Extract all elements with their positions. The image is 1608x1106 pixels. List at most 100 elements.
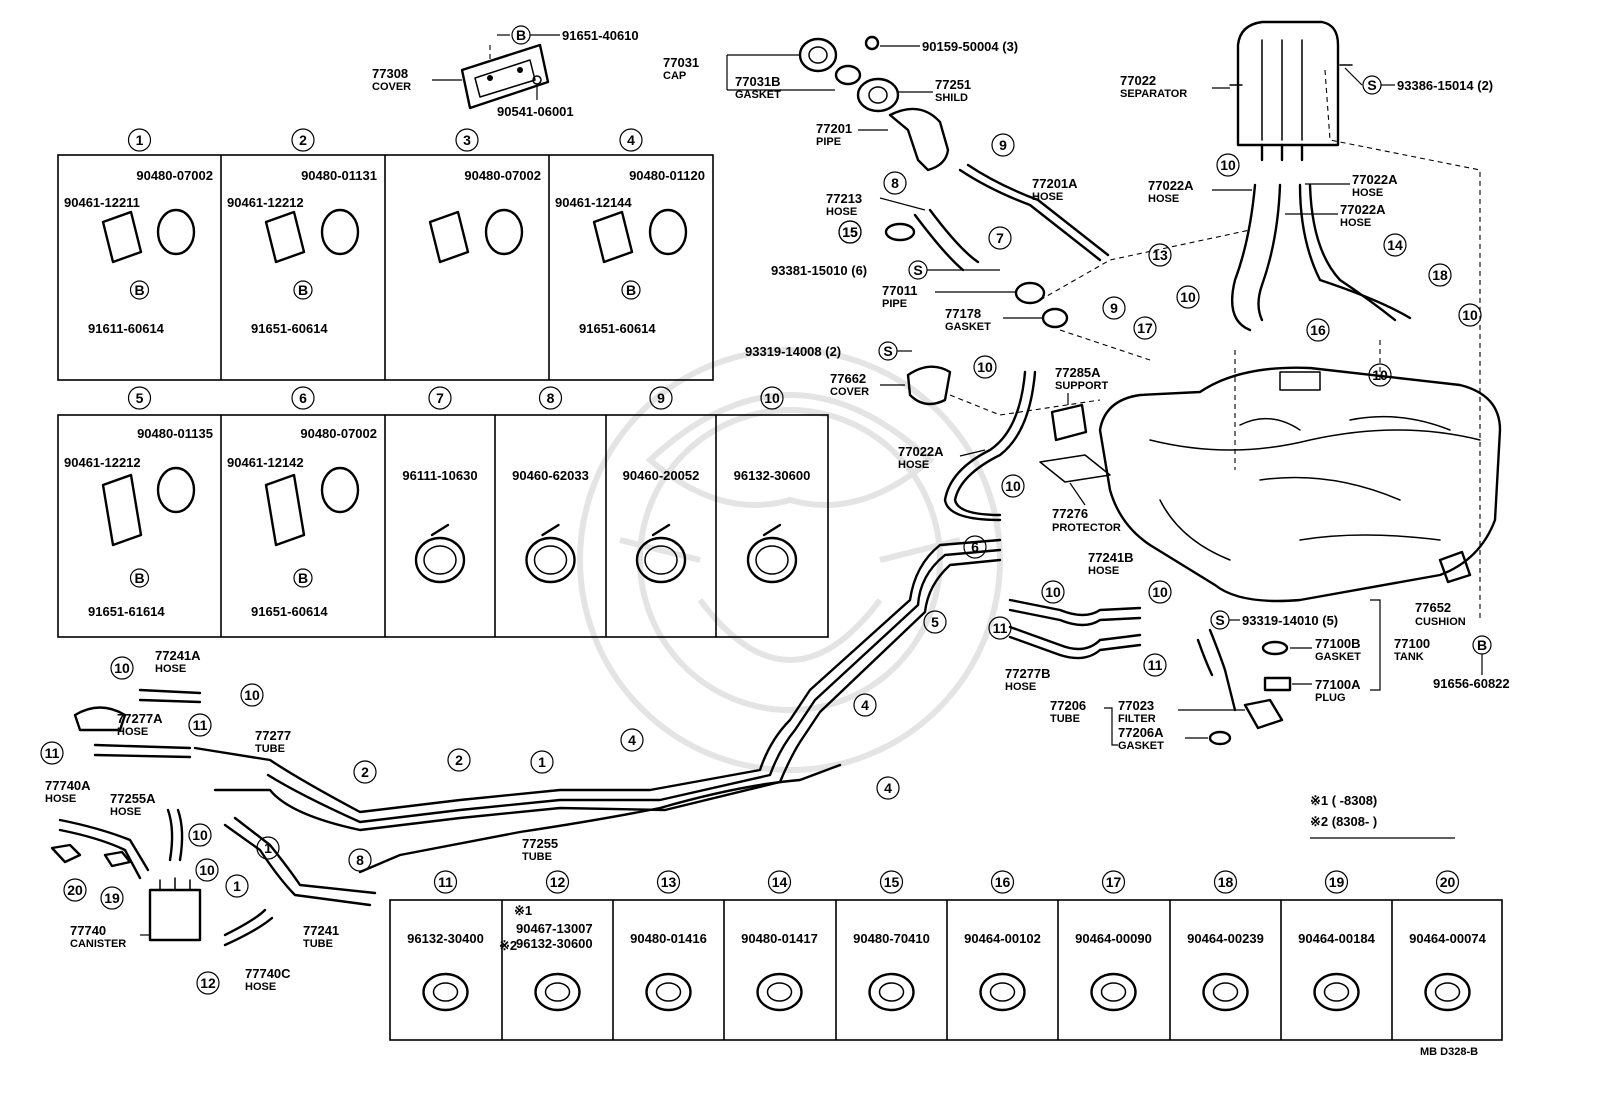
label-hose-77740a: HOSE xyxy=(45,793,76,805)
label-gasket-77206a: GASKET xyxy=(1118,740,1164,752)
box-5-part-c: 91651-61614 xyxy=(88,604,165,619)
b-mark: B xyxy=(298,570,308,586)
box-4-number-circle xyxy=(619,128,643,152)
clamp-bracket-icon xyxy=(264,210,306,264)
label-canister: CANISTER xyxy=(70,938,126,950)
callout-33: 11 xyxy=(193,717,208,733)
label-77277b: 77277B xyxy=(1005,666,1051,681)
label-77241a: 77241A xyxy=(155,648,201,663)
box-12-number-circle xyxy=(545,870,570,894)
label-77206a: 77206A xyxy=(1118,725,1164,740)
box-6-part-b: 90461-12142 xyxy=(227,455,304,470)
callout-36: 10 xyxy=(199,862,215,878)
star1-mark: ※1 xyxy=(514,903,532,918)
callout-32-circle xyxy=(240,683,264,707)
box-9-number: 9 xyxy=(657,390,665,406)
label-77011: 77011 xyxy=(882,283,917,298)
callout-30-circle xyxy=(225,874,249,898)
filter-77023-icon xyxy=(1243,698,1284,730)
label-hose-77277a: HOSE xyxy=(117,726,148,738)
callout-26-circle xyxy=(447,748,471,772)
b-mark: B xyxy=(626,282,636,298)
box-1-part-b: 90461-12211 xyxy=(64,195,140,210)
note-1: ※1 ( -8308) xyxy=(1310,793,1377,808)
cushion-grommet-icon xyxy=(648,208,688,256)
box-13-number: 13 xyxy=(661,874,677,890)
box-7-part-a: 96111-10630 xyxy=(402,468,477,483)
label-cap: CAP xyxy=(663,70,686,82)
label-77022: 77022 xyxy=(1120,73,1156,88)
clamp-bracket-icon xyxy=(101,473,143,547)
callout-31: 10 xyxy=(114,660,130,676)
box-18-number-circle xyxy=(1213,870,1238,894)
callout-3-circle xyxy=(988,226,1012,250)
callout-18-circle xyxy=(1041,580,1065,604)
box-19-number-circle xyxy=(1324,870,1349,894)
b-mark: B xyxy=(134,282,144,298)
star2-mark: ※2 xyxy=(499,938,517,953)
label-tube-77241: TUBE xyxy=(303,938,333,950)
callout-1: 8 xyxy=(891,175,899,191)
clip-icon xyxy=(868,972,915,1012)
tank-body-icon xyxy=(1098,366,1502,603)
label-77022a-3: 77022A xyxy=(1340,202,1386,217)
clamp-bracket-icon xyxy=(592,210,634,264)
callout-17-circle xyxy=(923,610,947,634)
callout-36-circle xyxy=(195,858,219,882)
label-77652: 77652 xyxy=(1415,600,1451,615)
callout-20: 11 xyxy=(993,620,1008,636)
s-mark: S xyxy=(1215,612,1224,628)
box-6-part-c: 91651-60614 xyxy=(251,604,328,619)
pipe-77011-icon xyxy=(1014,281,1046,305)
hose-clamp-icon xyxy=(635,536,687,584)
label-pipe: PIPE xyxy=(816,136,841,148)
label-gasket-77100b: GASKET xyxy=(1315,651,1361,663)
callout-33-circle xyxy=(188,713,212,737)
callout-26: 2 xyxy=(455,752,463,768)
main-tube-run xyxy=(193,538,1002,907)
cushion-grommet-icon xyxy=(156,208,196,256)
callout-34-circle xyxy=(40,741,64,765)
label-77255a: 77255A xyxy=(110,791,156,806)
label-77100a: 77100A xyxy=(1315,677,1361,692)
box-4-part-b: 90461-12144 xyxy=(555,195,632,210)
callout-39: 12 xyxy=(200,975,216,991)
label-77740a: 77740A xyxy=(45,778,91,793)
label-77022a-4: 77022A xyxy=(898,444,944,459)
label-pipe-77011: PIPE xyxy=(882,298,907,310)
label-hose-77201a: HOSE xyxy=(1032,191,1063,203)
label-cover: COVER xyxy=(372,81,411,93)
label-gasket: GASKET xyxy=(735,89,781,101)
callout-37: 20 xyxy=(67,882,83,898)
label-gasket-77178: GASKET xyxy=(945,321,991,333)
cushion-grommet-icon xyxy=(484,208,524,256)
box-9-part-a: 90460-20052 xyxy=(623,468,700,483)
callout-22: 4 xyxy=(861,697,869,713)
box-18-number: 18 xyxy=(1218,874,1234,890)
label-hose-77241a: HOSE xyxy=(155,663,186,675)
shield-icon xyxy=(856,77,900,113)
callout-3: 7 xyxy=(996,230,1004,246)
callout-8: 10 xyxy=(1372,367,1388,383)
screw-icon xyxy=(864,35,880,51)
callout-29: 1 xyxy=(264,840,272,856)
label-separator: SEPARATOR xyxy=(1120,88,1187,100)
fuel-tank-77100 xyxy=(1098,366,1502,603)
filter-assembly: 77206 TUBE 77023 FILTER 77206A GASKET S … xyxy=(1050,599,1510,752)
plug-77100a-icon xyxy=(1263,676,1292,692)
box-3-number-circle xyxy=(455,128,479,152)
box-15-number: 15 xyxy=(884,874,900,890)
cover-77308-group: B 91651-40610 77308 COVER 90541-06001 xyxy=(372,25,639,119)
label-shild: SHILD xyxy=(935,92,968,104)
label-tube-77255: TUBE xyxy=(522,851,552,863)
clamp-bracket-icon xyxy=(264,473,306,547)
callout-6: 10 xyxy=(1180,289,1196,305)
callout-25-circle xyxy=(530,750,554,774)
callout-21: 11 xyxy=(1148,657,1163,673)
callout-2: 15 xyxy=(842,224,858,240)
callout-14: 10 xyxy=(977,359,993,375)
box-13-part-a: 90480-01416 xyxy=(630,931,707,946)
callout-6-circle xyxy=(1176,285,1200,309)
gasket-icon xyxy=(834,64,862,86)
box-11-number: 11 xyxy=(438,874,453,890)
